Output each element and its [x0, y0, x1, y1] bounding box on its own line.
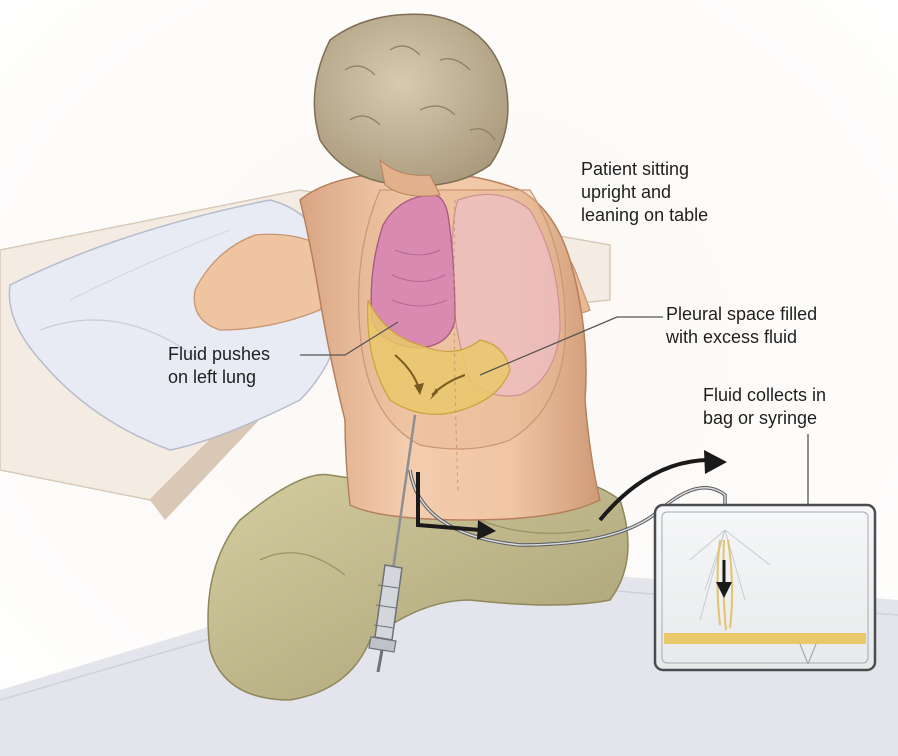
patient-position-line: upright and — [581, 182, 672, 202]
pleural-space-line: Pleural space filled — [666, 304, 818, 324]
fluid-collects-label: Fluid collects in bag or syringe — [703, 384, 826, 430]
flow-arrow-head — [477, 520, 496, 540]
pillow-fold — [39, 319, 201, 361]
hair-curls — [344, 45, 496, 141]
bag-arrow-head — [716, 582, 732, 598]
fluid-pushes-leader — [300, 321, 399, 356]
pleural-fluid — [367, 299, 511, 415]
spine — [453, 199, 459, 491]
syringe-plunger — [368, 636, 397, 653]
pleural-leader — [479, 316, 663, 376]
fluid-collects-line: bag or syringe — [703, 408, 818, 428]
syringe-mark — [375, 604, 397, 609]
fluid-collects-line: Fluid collects in — [703, 385, 827, 405]
collection-bag-inner — [661, 511, 869, 664]
collected-fluid — [664, 633, 866, 644]
pants-fold — [259, 552, 346, 576]
flow-arrow — [598, 458, 711, 522]
fluid-arrow-head — [430, 388, 438, 400]
pleural-space-line: with excess fluid — [666, 327, 798, 347]
syringe-mark — [373, 624, 395, 629]
needle — [391, 414, 417, 571]
pants-fold — [479, 519, 591, 534]
hair — [313, 13, 509, 187]
patient-position-label: Patient sitting upright and leaning on t… — [581, 158, 708, 227]
bag-creases — [689, 529, 771, 621]
patient-position-line: leaning on table — [581, 205, 709, 225]
lung-texture — [391, 249, 448, 307]
syringe-mark — [377, 584, 399, 589]
drainage-tube-highlight — [409, 469, 726, 546]
pillow-fold — [69, 229, 231, 301]
flow-arrow-head — [704, 450, 727, 474]
fluid-pushes-line: on left lung — [168, 367, 257, 387]
bag-outlet — [799, 643, 817, 665]
fluid-pushes-line: Fluid pushes — [168, 344, 271, 364]
patient-position-line: Patient sitting — [581, 159, 690, 179]
syringe-rod — [376, 649, 384, 673]
fluid-pushes-label: Fluid pushes on left lung — [168, 343, 270, 389]
fluid-arrow-head — [414, 383, 424, 395]
pleural-space-label: Pleural space filled with excess fluid — [666, 303, 817, 349]
collection-bag — [653, 503, 877, 672]
flow-arrow — [416, 472, 481, 532]
neck — [379, 158, 441, 197]
